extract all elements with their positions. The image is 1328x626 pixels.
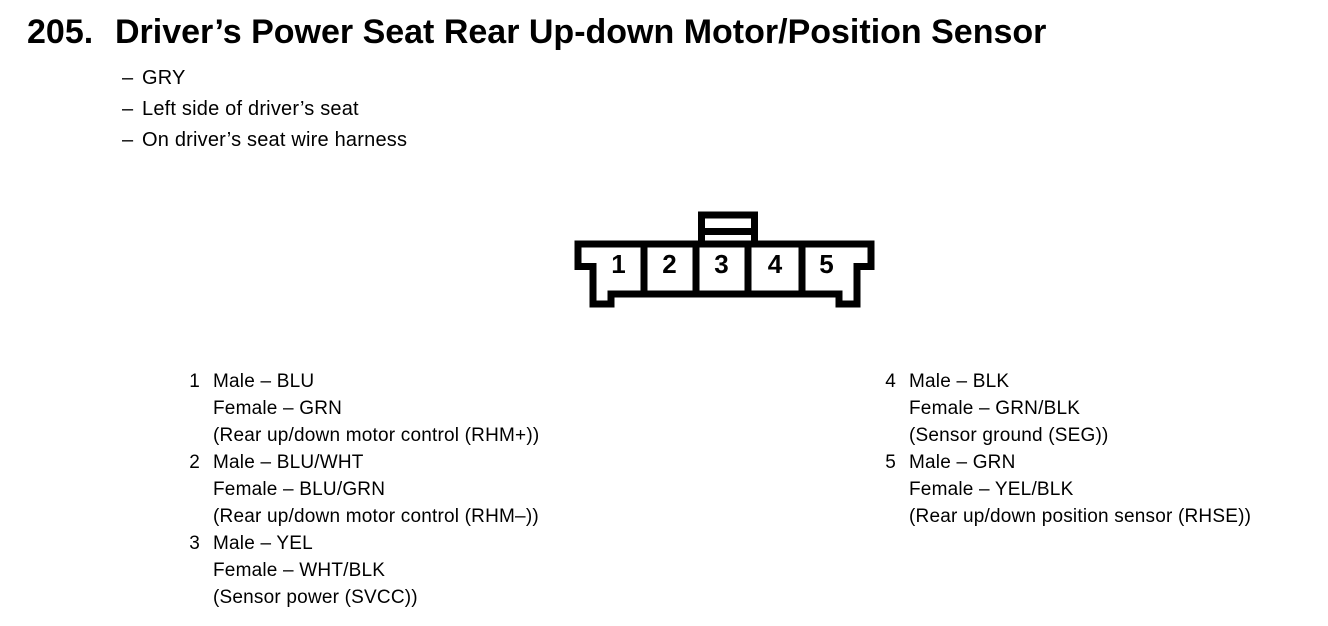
page-title: Driver’s Power Seat Rear Up-down Motor/P… bbox=[115, 13, 1047, 51]
pinout-column-left: 1 Male – BLU Female – GRN (Rear up/down … bbox=[182, 368, 539, 611]
pin-number: 5 bbox=[885, 452, 896, 473]
pin-function: (Rear up/down position sensor (RHSE)) bbox=[909, 506, 1252, 527]
cavity-number-1: 1 bbox=[611, 249, 625, 279]
pin-female-wire: Female – GRN/BLK bbox=[909, 398, 1081, 419]
cavity-number-5: 5 bbox=[819, 249, 833, 279]
pin-male-wire: Male – BLK bbox=[909, 371, 1010, 392]
pinout-column-right: 4 Male – BLK Female – GRN/BLK (Sensor gr… bbox=[878, 368, 1251, 530]
section-heading: 205. Driver’s Power Seat Rear Up-down Mo… bbox=[27, 13, 1046, 52]
pin-function: (Sensor ground (SEG)) bbox=[909, 425, 1109, 446]
connector-diagram-icon: 1 2 3 4 5 bbox=[560, 205, 890, 320]
connector-notes: – GRY – Left side of driver’s seat – On … bbox=[122, 63, 407, 156]
pin-entry-2: 2 Male – BLU/WHT Female – BLU/GRN (Rear … bbox=[182, 449, 539, 530]
pin-male-wire: Male – BLU/WHT bbox=[213, 452, 364, 473]
section-number: 205. bbox=[27, 13, 94, 51]
pin-number: 1 bbox=[189, 371, 200, 392]
pin-number: 3 bbox=[189, 533, 200, 554]
note-color: – GRY bbox=[122, 63, 407, 94]
pin-female-wire: Female – BLU/GRN bbox=[213, 479, 386, 500]
dash-bullet: – bbox=[122, 98, 134, 120]
dash-bullet: – bbox=[122, 67, 134, 89]
pin-male-wire: Male – GRN bbox=[909, 452, 1016, 473]
connector-svg: 1 2 3 4 5 bbox=[574, 211, 875, 308]
note-harness: – On driver’s seat wire harness bbox=[122, 125, 407, 156]
pin-female-wire: Female – YEL/BLK bbox=[909, 479, 1074, 500]
cavity-number-4: 4 bbox=[768, 249, 783, 279]
pin-number: 2 bbox=[189, 452, 200, 473]
pin-entry-4: 4 Male – BLK Female – GRN/BLK (Sensor gr… bbox=[878, 368, 1251, 449]
pin-entry-5: 5 Male – GRN Female – YEL/BLK (Rear up/d… bbox=[878, 449, 1251, 530]
pin-entry-1: 1 Male – BLU Female – GRN (Rear up/down … bbox=[182, 368, 539, 449]
note-color-text: GRY bbox=[142, 67, 186, 89]
pin-male-wire: Male – YEL bbox=[213, 533, 313, 554]
pin-male-wire: Male – BLU bbox=[213, 371, 315, 392]
pin-female-wire: Female – GRN bbox=[213, 398, 343, 419]
note-location-text: Left side of driver’s seat bbox=[142, 98, 359, 120]
pin-function: (Sensor power (SVCC)) bbox=[213, 587, 418, 608]
pin-female-wire: Female – WHT/BLK bbox=[213, 560, 386, 581]
cavity-number-2: 2 bbox=[662, 249, 676, 279]
dash-bullet: – bbox=[122, 129, 134, 151]
note-harness-text: On driver’s seat wire harness bbox=[142, 129, 408, 151]
connector-body bbox=[574, 240, 875, 308]
pin-function: (Rear up/down motor control (RHM+)) bbox=[213, 425, 540, 446]
pin-number: 4 bbox=[885, 371, 896, 392]
pin-entry-3: 3 Male – YEL Female – WHT/BLK (Sensor po… bbox=[182, 530, 539, 611]
pin-function: (Rear up/down motor control (RHM–)) bbox=[213, 506, 539, 527]
note-location: – Left side of driver’s seat bbox=[122, 94, 407, 125]
cavity-number-3: 3 bbox=[714, 249, 728, 279]
